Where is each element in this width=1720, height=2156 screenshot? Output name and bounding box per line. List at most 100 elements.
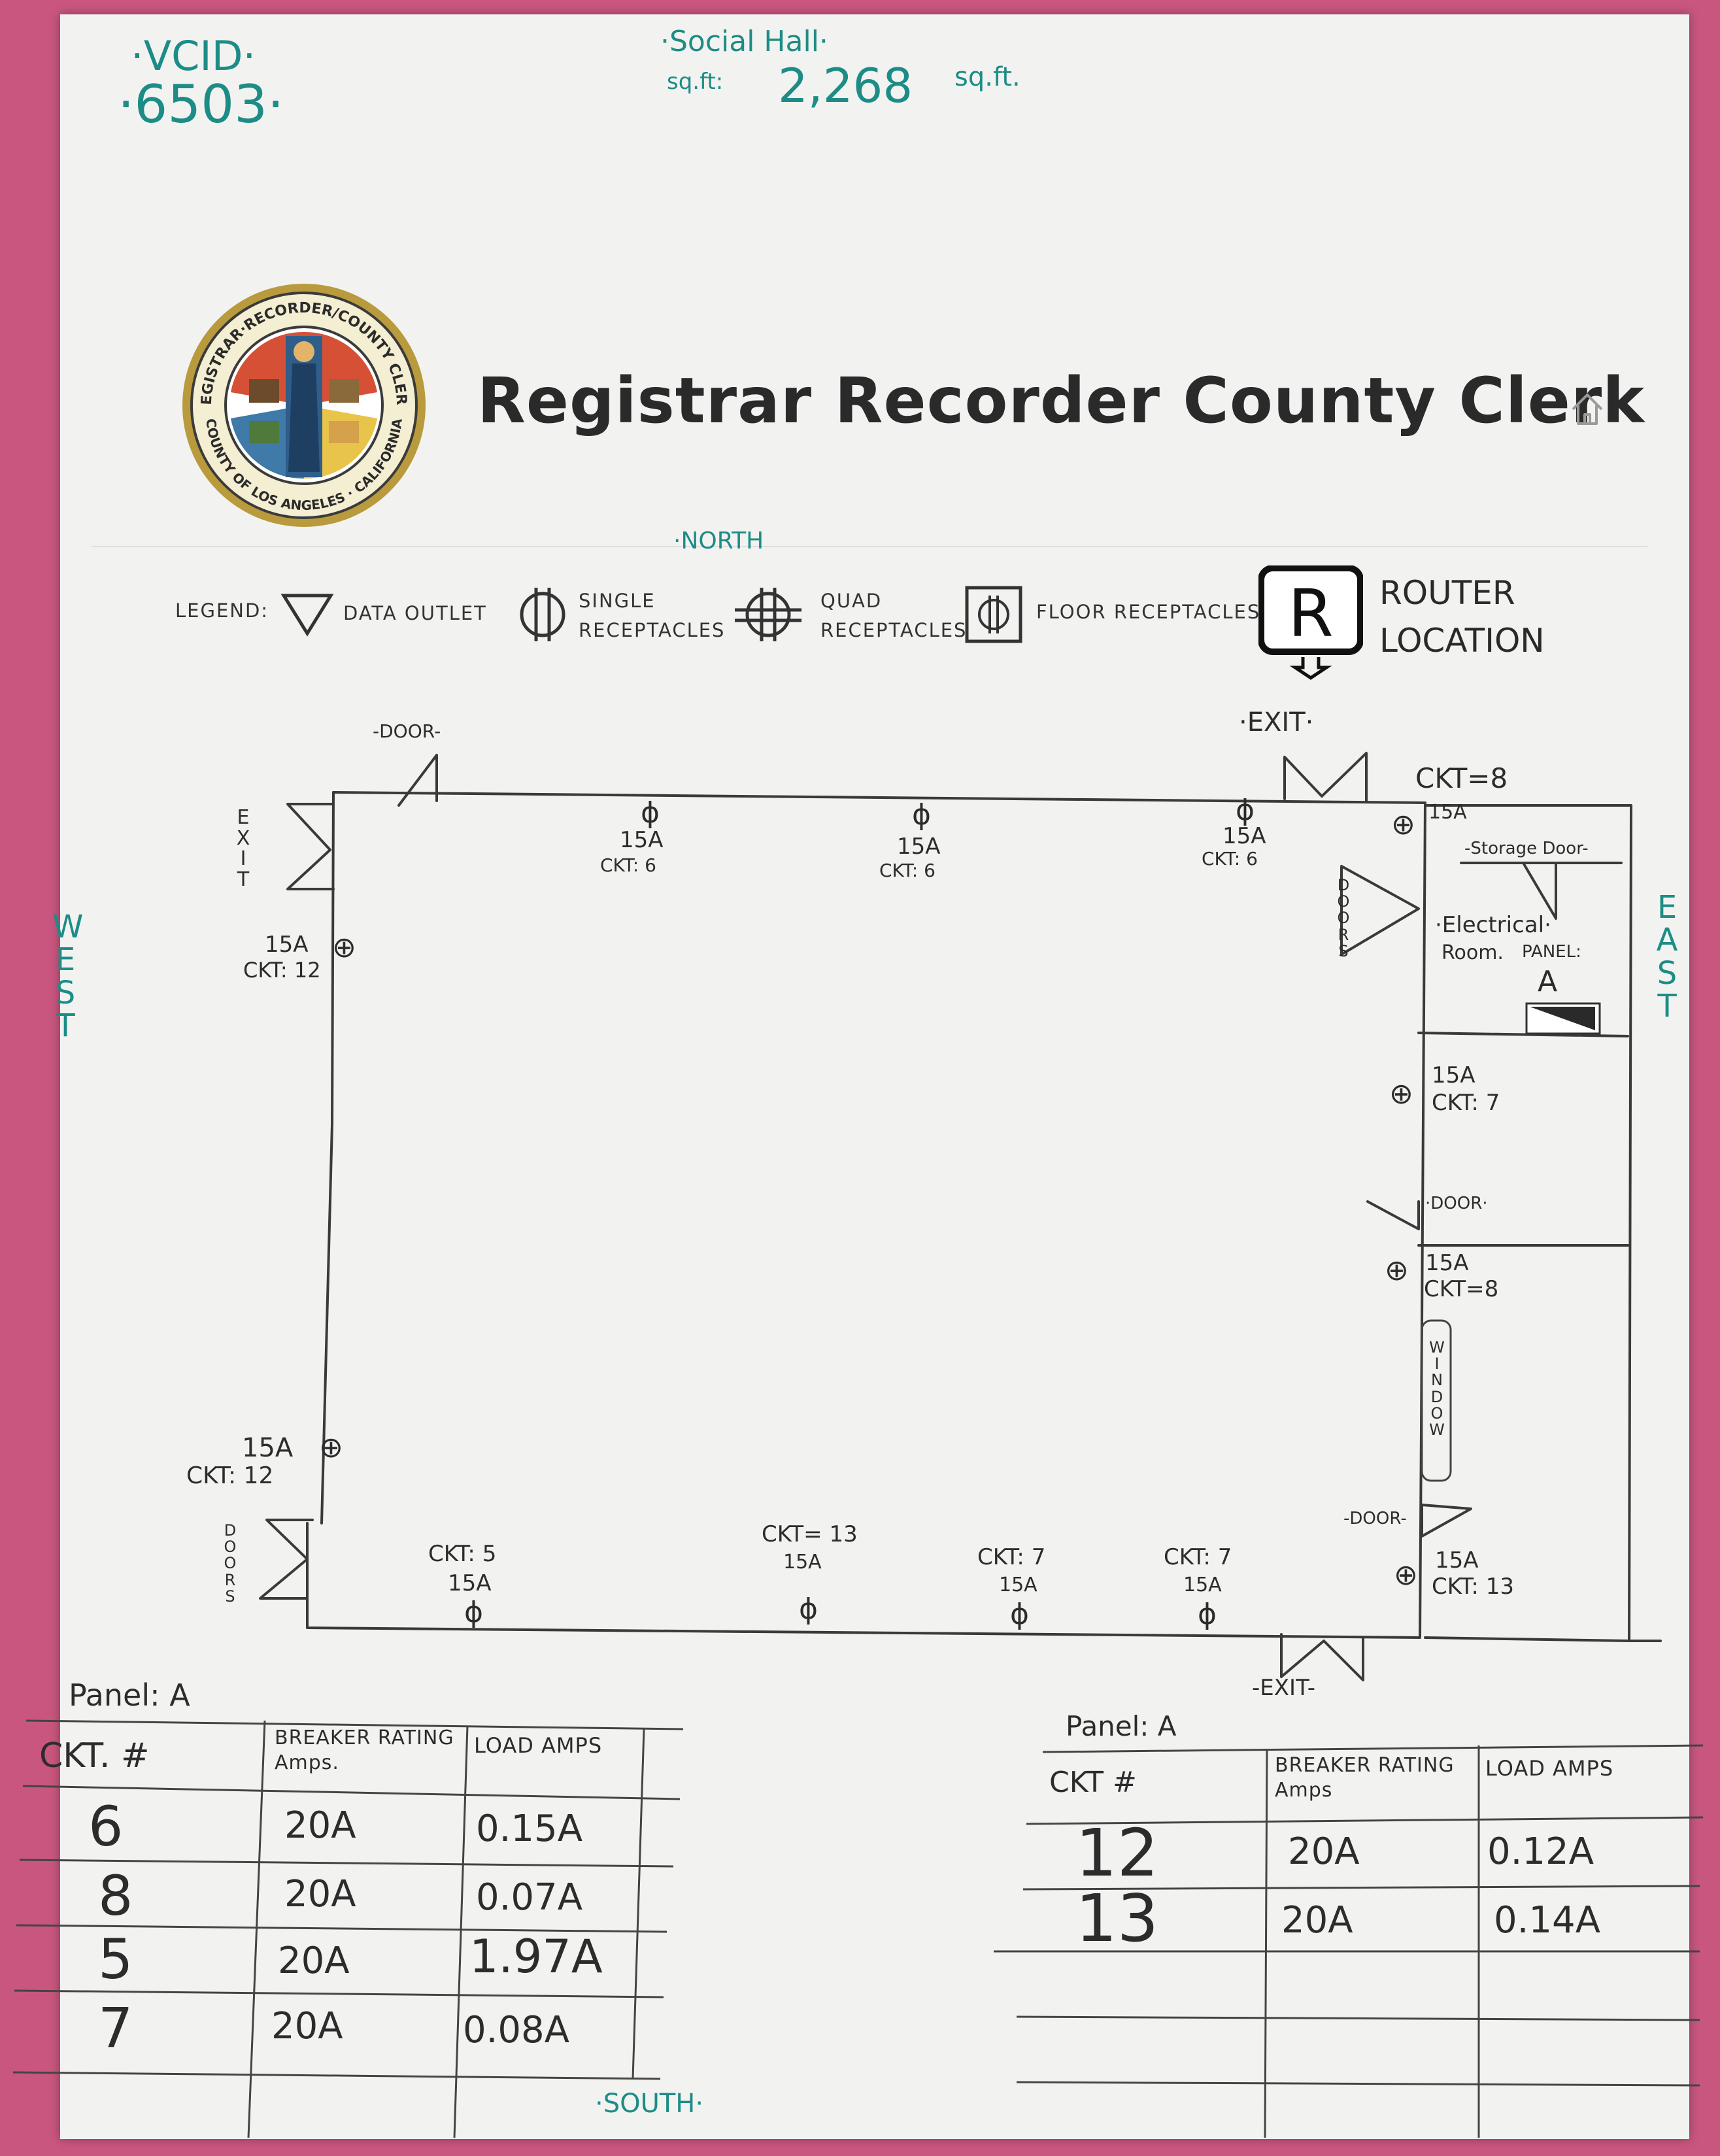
receptacle-ckt: CKT: 5 — [428, 1541, 497, 1567]
legend-floor: FLOOR RECEPTACLES — [1036, 601, 1261, 623]
quad-receptacle: ⊕ — [319, 1431, 343, 1464]
room-name: ·Social Hall· — [660, 25, 828, 58]
single-receptacle: ϕ — [641, 796, 660, 830]
receptacle-amps: 15A — [1425, 1250, 1469, 1276]
west-wall — [320, 791, 335, 1524]
receptacle-amps: 15A — [1223, 823, 1266, 849]
single-receptacle: ϕ — [912, 798, 932, 832]
table-cell: 20A — [284, 1804, 356, 1847]
single-receptacle: ϕ — [1198, 1598, 1217, 1631]
receptacle-amps: 15A — [1432, 1062, 1475, 1088]
table-cell: 20A — [278, 1940, 350, 1982]
quad-receptacle: ⊕ — [1391, 808, 1415, 841]
table-cell: 0.14A — [1494, 1899, 1600, 1942]
sqft-value: 2,268 — [778, 58, 913, 113]
legend-single-2: RECEPTACLES — [579, 619, 726, 641]
table-cell: 13 — [1075, 1880, 1159, 1957]
right-table-panel: Panel: A — [1066, 1710, 1177, 1742]
table-cell: 0.12A — [1487, 1830, 1594, 1873]
panel-a-label-2: A — [1538, 965, 1558, 998]
receptacle-ckt: CKT=8 — [1415, 762, 1508, 794]
receptacle-ckt: CKT: 13 — [1432, 1574, 1514, 1600]
receptacle-ckt: CKT: 7 — [1164, 1544, 1232, 1570]
table-cell: 6 — [88, 1794, 124, 1859]
receptacle-ckt: CKT=8 — [1424, 1276, 1499, 1302]
receptacle-ckt: CKT: 6 — [1202, 848, 1258, 869]
table-cell: 20A — [271, 2005, 343, 2047]
table-cell: 20A — [1288, 1830, 1360, 1873]
data-outlet-icon — [281, 594, 333, 637]
receptacle-amps: 15A — [999, 1574, 1037, 1596]
legend-quad-2: RECEPTACLES — [820, 619, 968, 641]
quad-receptacle: ⊕ — [332, 931, 356, 964]
room-walls — [306, 791, 1426, 1639]
window-symbol — [1421, 1319, 1452, 1482]
table-cell: 8 — [98, 1864, 133, 1928]
receptacle-ckt: CKT: 12 — [243, 958, 321, 983]
table-cell: 12 — [1075, 1815, 1159, 1891]
doors-west-symbol — [259, 1519, 314, 1600]
exit-south-symbol — [1280, 1633, 1364, 1681]
left-table-header-breaker: BREAKER RATING Amps. — [275, 1726, 454, 1774]
table-cell: 1.97A — [469, 1930, 603, 1983]
quad-receptacle-icon — [735, 588, 801, 641]
receptacle-amps: 15A — [448, 1570, 492, 1596]
receptacle-ckt: CKT: 6 — [879, 860, 936, 881]
table-cell: 0.07A — [476, 1876, 582, 1919]
right-table-header-breaker: BREAKER RATING Amps — [1275, 1754, 1455, 1802]
quad-receptacle: ⊕ — [1394, 1558, 1418, 1592]
legend-single-1: SINGLE — [579, 590, 656, 612]
single-receptacle: ϕ — [464, 1596, 484, 1629]
single-receptacle: ϕ — [799, 1592, 818, 1626]
door-north-symbol — [397, 754, 438, 807]
receptacle-ckt: CKT= 13 — [762, 1521, 858, 1547]
exit-north-label: ·EXIT· — [1239, 707, 1314, 737]
storage-door-symbol — [1522, 862, 1557, 920]
receptacle-amps: 15A — [1428, 801, 1467, 824]
county-seal-logo: REGISTRAR·RECORDER/COUNTY CLERK COUNTY O… — [180, 281, 426, 527]
doors-east-symbol — [1340, 865, 1420, 956]
electrical-room-label-2: Room. — [1442, 941, 1504, 964]
exit-north-symbol — [1283, 752, 1368, 802]
south-label: ·SOUTH· — [595, 2089, 704, 2119]
table-cell: 7 — [98, 1996, 133, 2060]
receptacle-amps: 15A — [265, 932, 309, 958]
electrical-room-label-1: ·Electrical· — [1435, 912, 1551, 938]
receptacle-amps: 15A — [620, 827, 664, 853]
receptacle-amps: 15A — [242, 1433, 294, 1463]
vcid-label: ·VCID· — [131, 32, 256, 80]
receptacle-amps: 15A — [1435, 1547, 1479, 1574]
east-wing-outline — [1424, 804, 1662, 1642]
sqft-suffix: sq.ft. — [954, 62, 1020, 92]
door-east-lower-symbol — [1421, 1504, 1472, 1538]
single-receptacle: ϕ — [1236, 794, 1255, 827]
left-table-header-load: LOAD AMPS — [474, 1733, 603, 1758]
floor-receptacle-icon — [965, 586, 1022, 643]
legend-quad-1: QUAD — [820, 590, 883, 612]
door-east-lower-label: -DOOR- — [1343, 1509, 1407, 1528]
exit-south-label: -EXIT- — [1252, 1675, 1315, 1701]
svg-text:R: R — [1288, 575, 1333, 652]
legend-data-outlet: DATA OUTLET — [343, 602, 487, 624]
table-cell: 5 — [98, 1927, 133, 1991]
receptacle-amps: 15A — [1183, 1574, 1222, 1596]
receptacle-ckt: CKT: 7 — [1432, 1090, 1500, 1116]
home-icon[interactable] — [1568, 390, 1607, 429]
legend-label: LEGEND: — [175, 599, 269, 622]
table-cell: 0.08A — [463, 2009, 569, 2051]
exit-west-symbol — [286, 803, 335, 890]
receptacle-ckt: CKT: 7 — [977, 1544, 1046, 1570]
door-north-label: -DOOR- — [373, 720, 441, 742]
panel-a-label-1: PANEL: — [1522, 942, 1581, 962]
single-receptacle-icon — [520, 588, 565, 641]
router-location-icon: R — [1258, 565, 1363, 680]
quad-receptacle: ⊕ — [1389, 1077, 1413, 1111]
sqft-prefix: sq.ft: — [667, 69, 724, 95]
left-table-panel: Panel: A — [69, 1677, 190, 1713]
